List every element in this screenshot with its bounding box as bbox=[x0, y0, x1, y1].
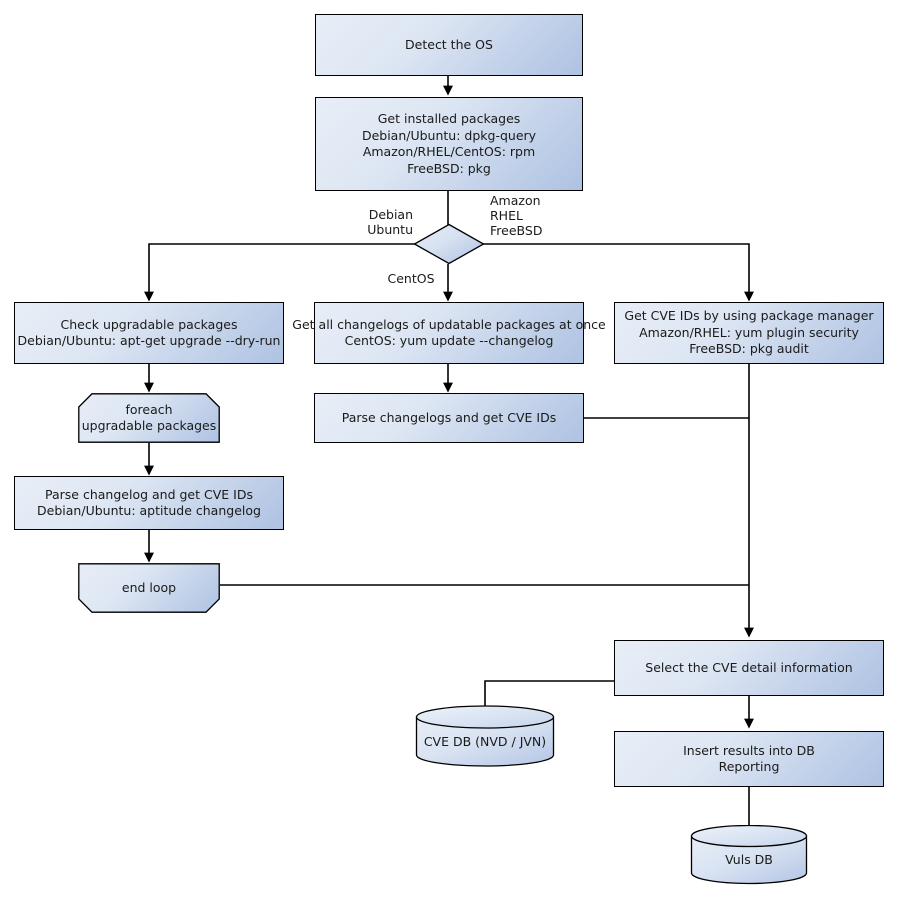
node-get-cve-ids-package-manager-line2: Amazon/RHEL: yum plugin security bbox=[639, 324, 859, 340]
node-vuls-db-label: Vuls DB bbox=[725, 852, 773, 867]
node-parse-changelogs-multi[interactable]: Parse changelogs and get CVE IDs bbox=[314, 393, 584, 443]
node-end-loop-label: end loop bbox=[121, 579, 177, 595]
loop-start-outline bbox=[78, 393, 220, 443]
node-os-decision[interactable] bbox=[413, 223, 485, 265]
node-cve-db-label: CVE DB (NVD / JVN) bbox=[423, 734, 547, 749]
vuls-db-cylinder-shape bbox=[690, 825, 808, 885]
node-insert-results-line2: Reporting bbox=[718, 759, 780, 774]
cve-db-cylinder-shape bbox=[415, 705, 555, 767]
node-insert-results-into-db[interactable]: Insert results into DB Reporting bbox=[614, 731, 884, 787]
node-end-loop-body: end loop bbox=[78, 563, 220, 613]
node-get-installed-packages-line4: FreeBSD: pkg bbox=[407, 160, 491, 176]
node-get-cve-ids-package-manager[interactable]: Get CVE IDs by using package manager Ama… bbox=[614, 302, 884, 364]
edge-label-debian-ubuntu: Debian Ubuntu bbox=[367, 207, 413, 237]
node-get-installed-packages-line1: Get installed packages bbox=[377, 111, 521, 126]
node-foreach-line2: upgradable packages bbox=[81, 418, 217, 433]
node-get-all-changelogs-line2: CentOS: yum update --changelog bbox=[344, 333, 554, 348]
node-check-upgradable-packages-line1: Check upgradable packages bbox=[60, 316, 238, 332]
node-get-cve-ids-package-manager-line3: FreeBSD: pkg audit bbox=[689, 341, 809, 357]
edge-decision-to-check-upgradable bbox=[144, 243, 415, 302]
node-detect-the-os-label: Detect the OS bbox=[405, 36, 493, 52]
node-get-installed-packages-line3: Amazon/RHEL/CentOS: rpm bbox=[362, 144, 536, 159]
node-parse-changelogs-multi-label: Parse changelogs and get CVE IDs bbox=[341, 409, 557, 425]
edge-label-centos: CentOS bbox=[387, 271, 435, 286]
node-end-loop[interactable]: end loop bbox=[78, 563, 220, 613]
node-select-cve-detail-label: Select the CVE detail information bbox=[645, 659, 853, 675]
os-decision-shape bbox=[413, 223, 485, 265]
node-parse-changelog-single[interactable]: Parse changelog and get CVE IDs Debian/U… bbox=[14, 476, 284, 530]
node-get-cve-ids-package-manager-line1: Get CVE IDs by using package manager bbox=[624, 308, 874, 324]
node-insert-results-line1: Insert results into DB bbox=[683, 742, 815, 758]
node-vuls-db[interactable]: Vuls DB bbox=[690, 825, 808, 885]
node-foreach-line1: foreach bbox=[125, 401, 173, 417]
node-parse-changelog-single-line2: Debian/Ubuntu: aptitude changelog bbox=[37, 503, 261, 518]
node-get-installed-packages[interactable]: Get installed packages Debian/Ubuntu: dp… bbox=[315, 97, 583, 191]
loop-end-outline bbox=[78, 563, 220, 613]
node-check-upgradable-packages-line2: Debian/Ubuntu: apt-get upgrade --dry-run bbox=[17, 333, 281, 348]
node-get-all-changelogs-line1: Get all changelogs of updatable packages… bbox=[292, 316, 606, 332]
node-select-cve-detail[interactable]: Select the CVE detail information bbox=[614, 640, 884, 696]
node-get-all-changelogs[interactable]: Get all changelogs of updatable packages… bbox=[292, 302, 606, 364]
edge-decision-to-get-cveids bbox=[483, 243, 754, 302]
node-detect-the-os[interactable]: Detect the OS bbox=[315, 14, 583, 76]
node-foreach-upgradable-packages[interactable]: foreach upgradable packages bbox=[78, 393, 220, 443]
node-check-upgradable-packages[interactable]: Check upgradable packages Debian/Ubuntu:… bbox=[14, 302, 284, 364]
edge-label-amazon-rhel-freebsd: Amazon RHEL FreeBSD bbox=[490, 193, 543, 238]
node-foreach-body: foreach upgradable packages bbox=[78, 393, 220, 443]
node-get-installed-packages-line2: Debian/Ubuntu: dpkg-query bbox=[361, 127, 537, 143]
node-parse-changelog-single-line1: Parse changelog and get CVE IDs bbox=[45, 486, 253, 502]
node-cve-db[interactable]: CVE DB (NVD / JVN) bbox=[415, 705, 555, 767]
